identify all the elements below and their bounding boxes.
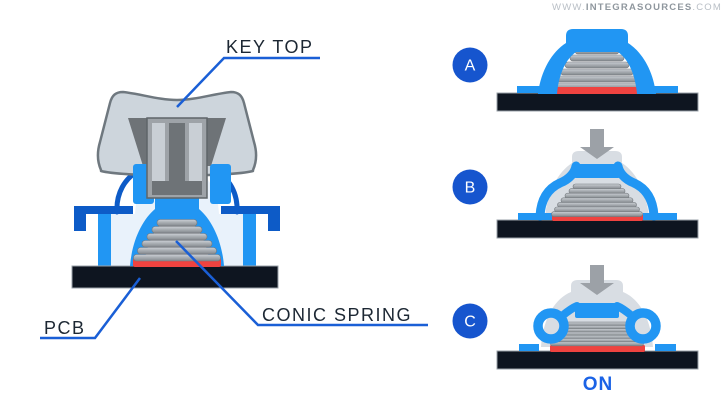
stage-b-badge-label: B [465,180,476,197]
watermark-suffix: .COM [692,2,722,13]
stage-a-pcb [496,92,699,112]
on-status-label: ON [583,374,614,395]
stage-c-badge [452,303,488,339]
stage-a-flange-left [517,86,544,93]
spring-coil [564,192,630,199]
spring-coil [151,226,203,234]
watermark: WWW.INTEGRASOURCES.COM [552,2,722,13]
watermark-prefix: WWW. [552,2,586,13]
stage-a-badge-label: A [465,58,476,75]
spring-coil [557,202,637,208]
spring-coil [550,341,644,347]
stem-slot-right [189,123,202,181]
spring-coil [556,75,638,83]
spring-coil [137,247,217,255]
switch-cross-section: KEY TOP PCB CONIC SPRING [40,37,428,340]
dome-skirt-leg-right [243,214,256,266]
stem-slot-left [152,123,165,181]
stage-c-dome-cap [575,303,619,318]
conic-spring-label: CONIC SPRING [262,305,412,325]
stage-b-badge [452,169,488,205]
spring-coil [156,219,198,227]
pcb-leader-line [40,277,141,340]
stage-c-pcb [496,350,699,370]
stage-a: A [452,29,699,112]
stem-bottom-bar [152,181,202,195]
spring-coil [572,183,622,190]
stage-c-dome-loop-left [533,308,569,344]
stage-c-dome-loop-right [625,308,661,344]
spring-coil [560,197,634,204]
stage-c-badge-label: C [464,314,476,331]
pcb-board [71,265,279,289]
stage-b-press-arrow [580,129,614,159]
stage-a-dome [538,29,656,94]
key-top-leader-line [176,56,320,108]
spring-coil [551,211,643,217]
arrow-head [580,283,614,295]
conic-spring [133,219,221,262]
key-top-label: KEY TOP [226,37,314,57]
conic-spring-leader-line [175,240,428,327]
stage-a-flange-right [651,86,678,93]
stage-a-badge [452,47,488,83]
stage-c-flange-right [655,344,676,351]
stage-a-contact-pad [552,87,643,94]
rubber-dome [130,198,224,266]
dome-skirt-leg-left [98,214,111,266]
stage-b: B [452,129,699,239]
stage-c-flange-left [519,344,539,351]
spring-coil [133,254,221,262]
spring-coil [554,206,640,213]
watermark-brand: INTEGRASOURCES [585,2,693,13]
stem-clamp-right [210,164,231,204]
spring-coil [569,54,625,62]
key-stem [146,117,208,199]
stage-b-dome-cap [574,164,620,178]
spring-coil [568,188,626,194]
stage-c-contact-pad [550,345,645,352]
pcb-label: PCB [44,318,86,338]
stage-c: C ON [452,265,699,395]
stage-b-pcb [496,219,699,239]
stem-center-post [169,123,185,187]
spring-coil [146,233,208,241]
stage-b-flange-left [518,213,552,220]
stage-b-flange-right [643,213,677,220]
arrow-shaft [590,265,604,283]
stage-c-press-arrow [580,265,614,295]
stage-b-spring [551,183,643,217]
spring-coil [560,68,634,76]
arrow-head [580,147,614,159]
arrow-shaft [590,129,604,147]
spring-coil [564,61,630,69]
